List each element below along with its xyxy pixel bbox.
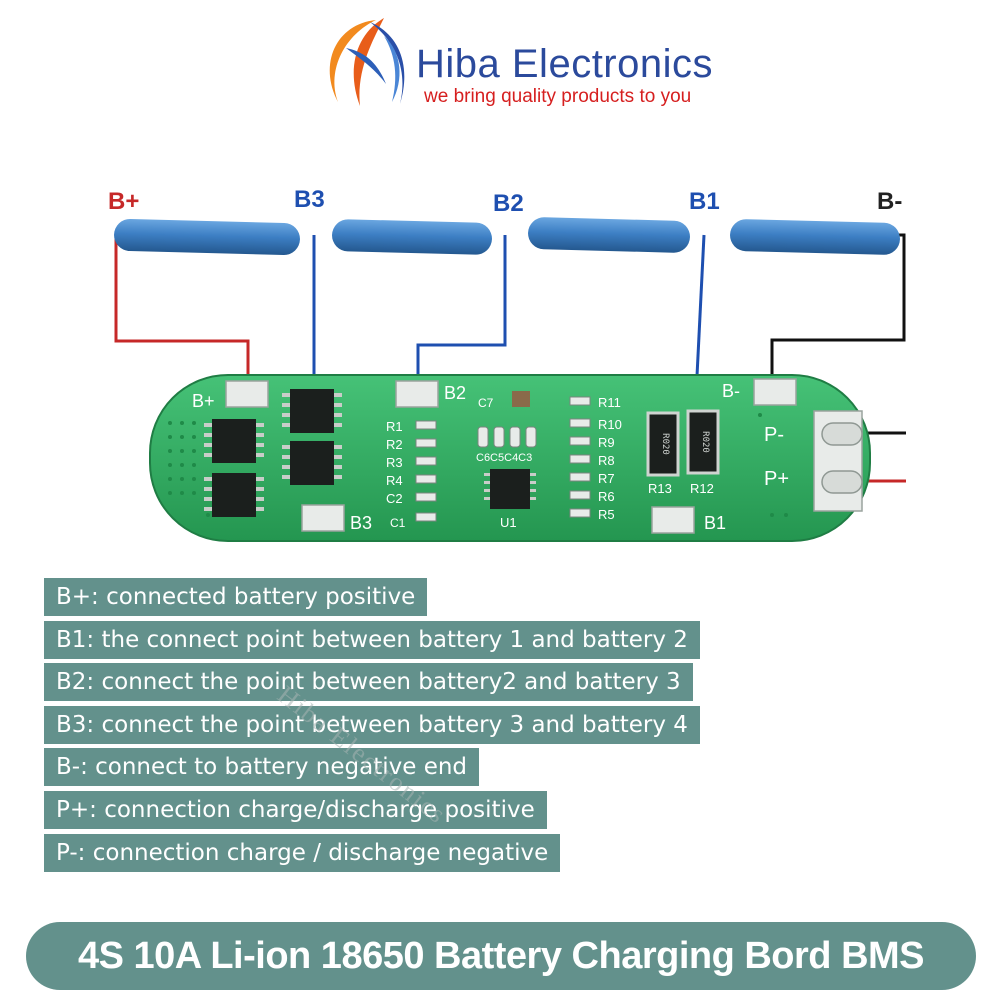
silk-r7: R7 xyxy=(598,471,615,486)
product-title-banner: 4S 10A Li-ion 18650 Battery Charging Bor… xyxy=(26,922,976,990)
silk-b3: B3 xyxy=(350,513,372,533)
silk-r3: R3 xyxy=(386,455,403,470)
battery-cell-1 xyxy=(730,219,900,255)
pad-b1 xyxy=(651,506,695,534)
label-b-minus: B- xyxy=(877,188,902,215)
silk-r12: R12 xyxy=(690,481,714,496)
label-b3: B3 xyxy=(294,186,325,213)
b2-wire xyxy=(416,235,507,385)
battery-cell-4 xyxy=(114,218,300,256)
silk-r9: R9 xyxy=(598,435,615,450)
bird-logo-icon xyxy=(329,18,405,106)
silk-b1: B1 xyxy=(704,513,726,533)
bms-wiring-diagram: B+ B3 B2 B1 B- xyxy=(108,186,906,542)
b-minus-wire xyxy=(770,233,906,385)
b-plus-wire xyxy=(114,235,250,383)
ic-u1 xyxy=(490,469,530,509)
silk-r11: R11 xyxy=(598,395,621,410)
pin-desc-b-plus: B+: connected battery positive xyxy=(44,578,428,616)
pad-b-minus xyxy=(753,378,797,406)
silk-c6c5c4c3: C6C5C4C3 xyxy=(476,452,532,464)
battery-cell-3 xyxy=(332,219,492,255)
pin-desc-b2: B2: connect the point between battery2 a… xyxy=(44,663,693,702)
pin-desc-p-plus: P+: connection charge/discharge positive xyxy=(44,790,547,829)
shunt-resistor-r13 xyxy=(646,411,680,477)
pad-b3 xyxy=(301,504,345,532)
silk-r2: R2 xyxy=(386,437,403,452)
pin-desc-p-minus: P-: connection charge / discharge negati… xyxy=(44,833,561,872)
silk-r4: R4 xyxy=(386,473,403,488)
silk-c2: C2 xyxy=(386,491,403,506)
silk-r10: R10 xyxy=(598,417,622,432)
silk-b-plus: B+ xyxy=(192,391,215,411)
silk-u1: U1 xyxy=(500,515,517,530)
bms-pcb-board: R020 R020 B+ B2 B3 B1 B- P- P+ R1 R2 R3 … xyxy=(149,374,871,542)
pad-b-plus xyxy=(225,380,269,408)
pad-p-minus xyxy=(821,422,863,446)
pad-b2 xyxy=(395,380,439,408)
battery-cell-2 xyxy=(528,217,690,253)
silk-c1: C1 xyxy=(390,516,406,530)
brand-logo: Hiba Electronics we bring quality produc… xyxy=(316,14,726,114)
shunt-resistor-r12 xyxy=(686,409,720,475)
shunt-label-2: R020 xyxy=(700,431,710,453)
pad-p-plus xyxy=(821,470,863,494)
silk-p-plus: P+ xyxy=(764,468,789,490)
label-b1: B1 xyxy=(689,188,720,215)
pin-desc-b1: B1: the connect point between battery 1 … xyxy=(44,620,700,659)
silk-r1: R1 xyxy=(386,419,403,434)
silk-b-minus: B- xyxy=(722,381,740,401)
label-b-plus: B+ xyxy=(108,188,139,215)
silk-p-minus: P- xyxy=(764,424,784,446)
pin-desc-b-minus: B-: connect to battery negative end xyxy=(44,748,480,787)
silk-r6: R6 xyxy=(598,489,615,504)
silk-r8: R8 xyxy=(598,453,615,468)
silk-b2: B2 xyxy=(444,383,466,403)
label-b2: B2 xyxy=(493,190,524,217)
pin-desc-b3: B3: connect the point between battery 3 … xyxy=(44,705,700,744)
pin-description-list: B+: connected battery positive B1: the c… xyxy=(44,578,904,876)
silk-r13: R13 xyxy=(648,481,672,496)
silk-c7: C7 xyxy=(478,396,494,410)
shunt-label-1: R020 xyxy=(660,433,670,455)
brand-name: Hiba Electronics xyxy=(416,42,714,86)
silk-r5: R5 xyxy=(598,507,615,522)
product-title: 4S 10A Li-ion 18650 Battery Charging Bor… xyxy=(77,934,925,977)
brand-tagline: we bring quality products to you xyxy=(424,86,692,107)
